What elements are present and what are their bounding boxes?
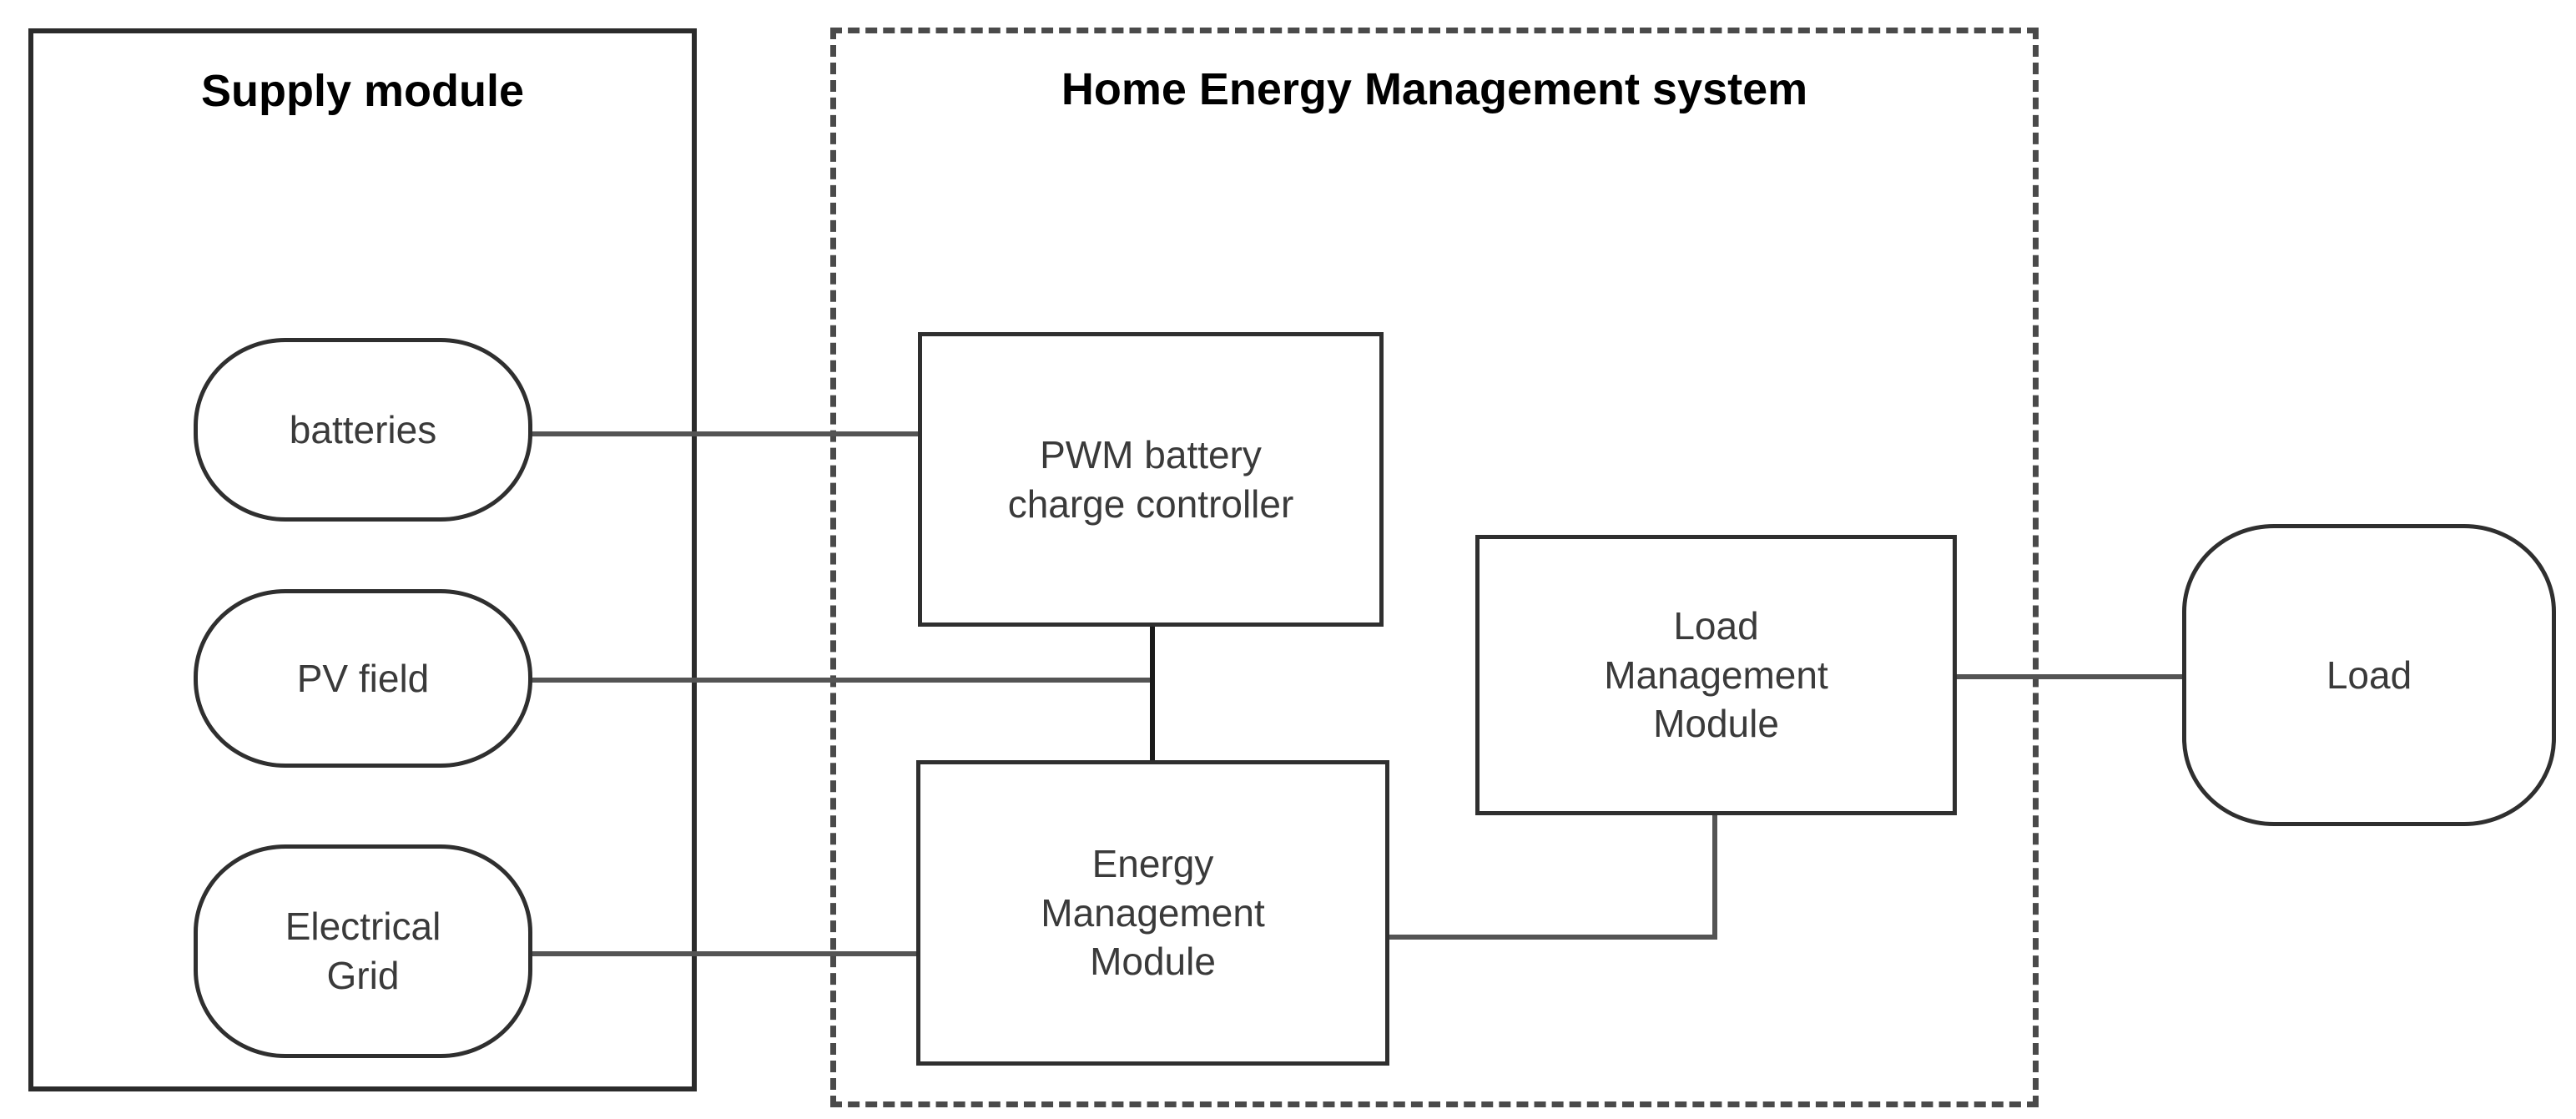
node-load-management-module[interactable]: Load Management Module — [1475, 535, 1957, 815]
edge-energy-management-to-load-management-vertical — [1712, 813, 1717, 937]
node-pwm-battery-charge-controller-label: PWM battery charge controller — [1007, 432, 1294, 526]
node-load-label: Load — [2326, 653, 2412, 697]
node-batteries[interactable]: batteries — [194, 338, 532, 522]
node-load[interactable]: Load — [2182, 524, 2556, 826]
supply-module-title: Supply module — [200, 66, 525, 116]
edge-pv-field-to-trunk — [531, 678, 1155, 683]
edge-electrical-grid-to-energy-management — [531, 951, 920, 956]
node-pwm-battery-charge-controller[interactable]: PWM battery charge controller — [918, 332, 1384, 627]
home-energy-management-system-title: Home Energy Management system — [1061, 64, 1808, 114]
edge-load-management-to-load — [1954, 674, 2186, 679]
node-load-management-module-label: Load Management Module — [1604, 603, 1828, 746]
node-electrical-grid-label: Electrical Grid — [285, 905, 441, 997]
node-pv-field-label: PV field — [296, 656, 430, 700]
node-batteries-label: batteries — [289, 407, 437, 451]
edge-energy-management-to-load-management-horizontal — [1387, 935, 1717, 940]
supply-module-group — [28, 28, 697, 1091]
node-electrical-grid[interactable]: Electrical Grid — [194, 844, 532, 1058]
edge-batteries-to-pwm — [531, 431, 921, 436]
node-pv-field[interactable]: PV field — [194, 589, 532, 768]
home-energy-management-system-group — [830, 28, 2039, 1107]
edge-pwm-to-energy-management — [1150, 624, 1155, 763]
node-energy-management-module-label: Energy Management Module — [1041, 841, 1265, 984]
node-energy-management-module[interactable]: Energy Management Module — [916, 760, 1389, 1066]
